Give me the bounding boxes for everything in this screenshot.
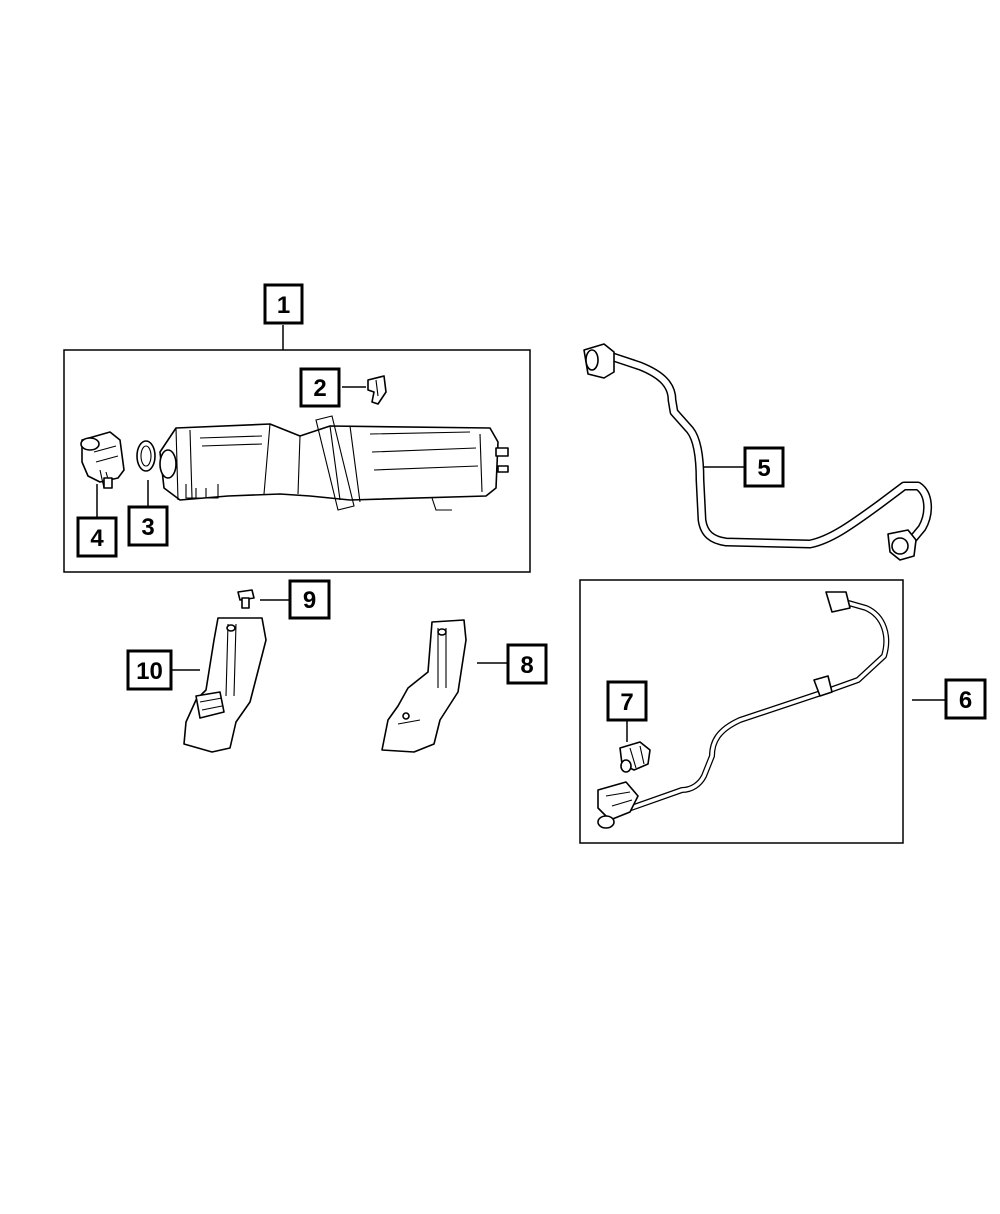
callout-2: 2 [299,367,341,408]
canister-assembly-frame [63,349,531,573]
callout-9-label: 9 [303,587,316,614]
callout-1-label: 1 [277,292,290,319]
callout-6-label: 6 [959,687,972,714]
vapor-canister-part [159,415,509,511]
purge-valve-part [80,431,125,489]
callout-8-label: 8 [520,652,533,679]
callout-6: 6 [944,678,987,720]
callout-2-label: 2 [313,375,326,402]
callout-9: 9 [288,579,331,620]
o-ring-part [136,440,156,472]
callout-3: 3 [127,505,169,547]
callout-4-label: 4 [90,525,104,552]
vapor-hose-part [583,343,932,561]
callout-5: 5 [743,446,785,488]
wire-harness-part [597,591,890,829]
callout-10: 10 [126,649,173,691]
callout-7-label: 7 [620,689,633,716]
callout-8: 8 [506,643,548,685]
bolt-part [237,589,255,609]
sensor-part [619,741,651,773]
callout-4: 4 [76,516,118,558]
callout-7: 7 [606,680,648,722]
harness-frame [579,579,904,844]
callout-1: 1 [263,283,304,325]
callout-5-label: 5 [757,455,770,482]
clip-part [367,375,387,405]
bracket-right-part [381,619,467,753]
callout-10-label: 10 [136,658,163,685]
bracket-left-part [183,617,267,753]
callout-3-label: 3 [141,514,154,541]
